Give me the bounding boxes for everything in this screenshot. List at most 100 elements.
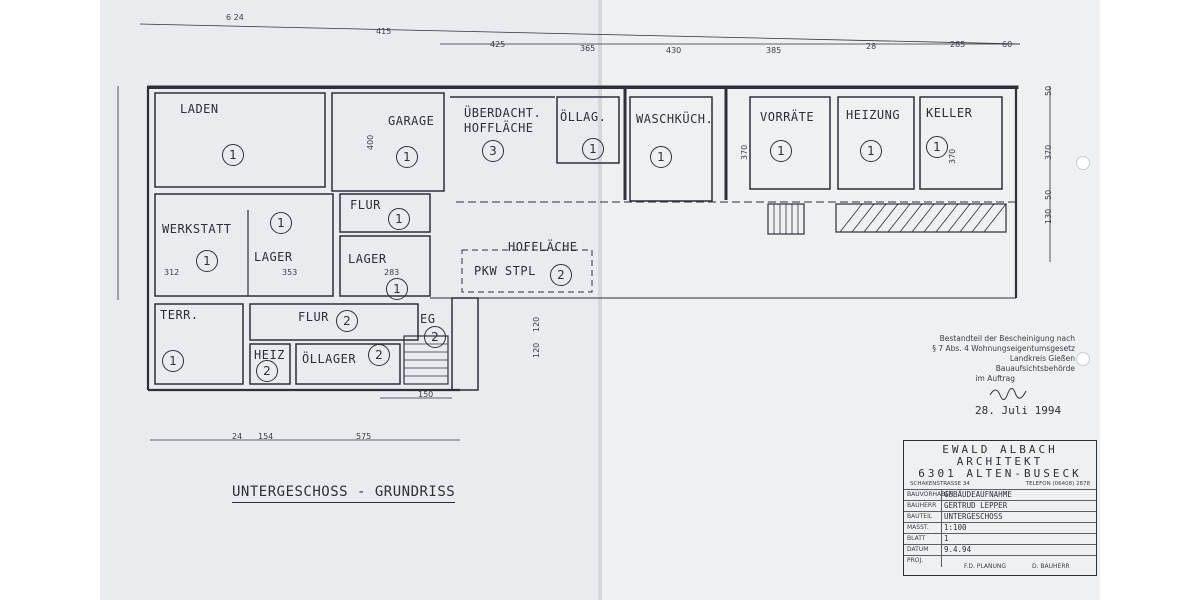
dimension-inner: 353 (282, 268, 298, 277)
room-number: 1 (388, 208, 410, 230)
paper-fold (598, 0, 602, 600)
room-label: ÖLLAG. (560, 110, 607, 124)
title-block-row: BAUVORHABEN GEBÄUDEAUFNAHME (904, 489, 1096, 501)
dimension-inner: 50 (1044, 85, 1053, 96)
row-key: BAUVORHABEN (907, 491, 954, 498)
plan-title: UNTERGESCHOSS - GRUNDRISS (232, 484, 456, 503)
room-label: HEIZ (254, 348, 285, 362)
room-outline-vorraete (749, 96, 831, 190)
firm-profession: ARCHITEKT (956, 455, 1044, 468)
row-value: 1:100 (944, 523, 967, 532)
dimension-inner: 400 (366, 134, 375, 150)
dimension-top: 285 (950, 40, 966, 49)
room-label: PKW STPL (474, 264, 536, 278)
room-label: HEIZUNG (846, 108, 901, 122)
signature-drawing (989, 388, 1027, 400)
row-value: 1 (944, 534, 949, 543)
dimension-bottom: 150 (418, 390, 434, 399)
room-number: 2 (336, 310, 358, 332)
dimension-top: 6 24 (226, 13, 244, 22)
room-outline-oellag (556, 96, 620, 164)
row-key: DATUM (907, 546, 929, 553)
room-outline-flur (339, 193, 431, 233)
certification-line: Bauaufsichtsbehörde (995, 364, 1075, 373)
room-label: KELLER (926, 106, 973, 120)
room-outline-flur-2 (249, 303, 419, 341)
certification-line: Bestandteil der Bescheinigung nach (939, 334, 1075, 343)
dimension-inner: 370 (1044, 144, 1053, 160)
row-key: PROJ. (907, 557, 924, 564)
row-key: BLATT (907, 535, 926, 542)
dimension-top: 60 (1002, 40, 1013, 49)
hatch-lines (839, 203, 1007, 233)
dimension-top: 365 (580, 44, 596, 53)
room-label: LADEN (180, 102, 219, 116)
room-outline-heizung (837, 96, 915, 190)
firm-contact: SCHAKENSTRASSE 34 TELEFON (06408) 2878 (910, 481, 1090, 487)
dimension-top: 415 (376, 27, 392, 36)
certification-line: Landkreis Gießen (1009, 354, 1075, 363)
room-outline-heiz (249, 343, 291, 385)
room-outline-keller (919, 96, 1003, 190)
title-block-row: MASST. 1:100 (904, 522, 1096, 534)
retaining-wall (451, 297, 479, 391)
dimension-line-top (139, 23, 1021, 45)
room-label: WASCHKÜCH. (636, 112, 714, 126)
firm-name: EWALD ALBACH (942, 443, 1058, 456)
room-label: LAGER (254, 250, 293, 264)
stairs-top (767, 203, 805, 235)
dimension-top: 430 (666, 46, 682, 55)
room-label: VORRÄTE (760, 110, 815, 124)
dimension-top: 385 (766, 46, 782, 55)
title-block-row: BAUTEIL UNTERGESCHOSS (904, 511, 1096, 523)
row-key: MASST. (907, 524, 929, 531)
room-label: EG (420, 312, 436, 326)
room-outline-oellager (295, 343, 401, 385)
room-number: 2 (550, 264, 572, 286)
dimension-bottom: 24 (232, 432, 243, 441)
room-label: FLUR (350, 198, 381, 212)
room-number: 2 (368, 344, 390, 366)
dimension-inner: 283 (384, 268, 400, 277)
room-number: 1 (196, 250, 218, 272)
dimension-top: 425 (490, 40, 506, 49)
title-block: EWALD ALBACH ARCHITEKT 6301 ALTEN-BUSECK… (903, 440, 1097, 576)
row-value: 9.4.94 (944, 545, 972, 554)
paper-left-half (100, 0, 600, 600)
room-label: HOFFLÄCHE (508, 240, 578, 254)
outer-wall-top (147, 85, 1019, 89)
room-number: 3 (482, 140, 504, 162)
dimension-inner: 120 (532, 342, 541, 358)
certification-line: im Auftrag (975, 374, 1015, 383)
pkw-stellplatz (461, 249, 593, 293)
row-value: GEBÄUDEAUFNAHME (944, 490, 1012, 499)
firm-phone: TELEFON (06408) 2878 (1025, 481, 1090, 487)
room-outline-lager-2 (339, 235, 431, 297)
footer-planning: F.D. PLANUNG (964, 563, 1007, 570)
title-block-row: BLATT 1 (904, 533, 1096, 545)
room-number: 2 (424, 326, 446, 348)
room-number: 1 (582, 138, 604, 160)
firm-street: SCHAKENSTRASSE 34 (910, 481, 970, 487)
certification-date: 28. Juli 1994 (975, 404, 1062, 417)
footer-owner: D. BAUHERR (1032, 563, 1070, 570)
punch-hole (1076, 352, 1090, 366)
dimension-inner: 370 (740, 144, 749, 160)
room-number: 1 (650, 146, 672, 168)
certification-stamp: Bestandteil der Bescheinigung nach § 7 A… (915, 334, 1075, 384)
room-outline-garage (331, 92, 445, 192)
room-label: GARAGE (388, 114, 435, 128)
room-outline-waschkueche (629, 96, 713, 202)
room-label: LAGER (348, 252, 387, 266)
room-number: 1 (386, 278, 408, 300)
architect-firm: EWALD ALBACH ARCHITEKT 6301 ALTEN-BUSECK (904, 444, 1096, 480)
room-number: 1 (396, 146, 418, 168)
firm-city: 6301 ALTEN-BUSECK (918, 467, 1082, 480)
dimension-inner: 370 (948, 148, 957, 164)
row-value: UNTERGESCHOSS (944, 512, 1003, 521)
room-number: 1 (926, 136, 948, 158)
room-number: 1 (770, 140, 792, 162)
room-number: 1 (162, 350, 184, 372)
title-block-row: DATUM 9.4.94 (904, 544, 1096, 556)
